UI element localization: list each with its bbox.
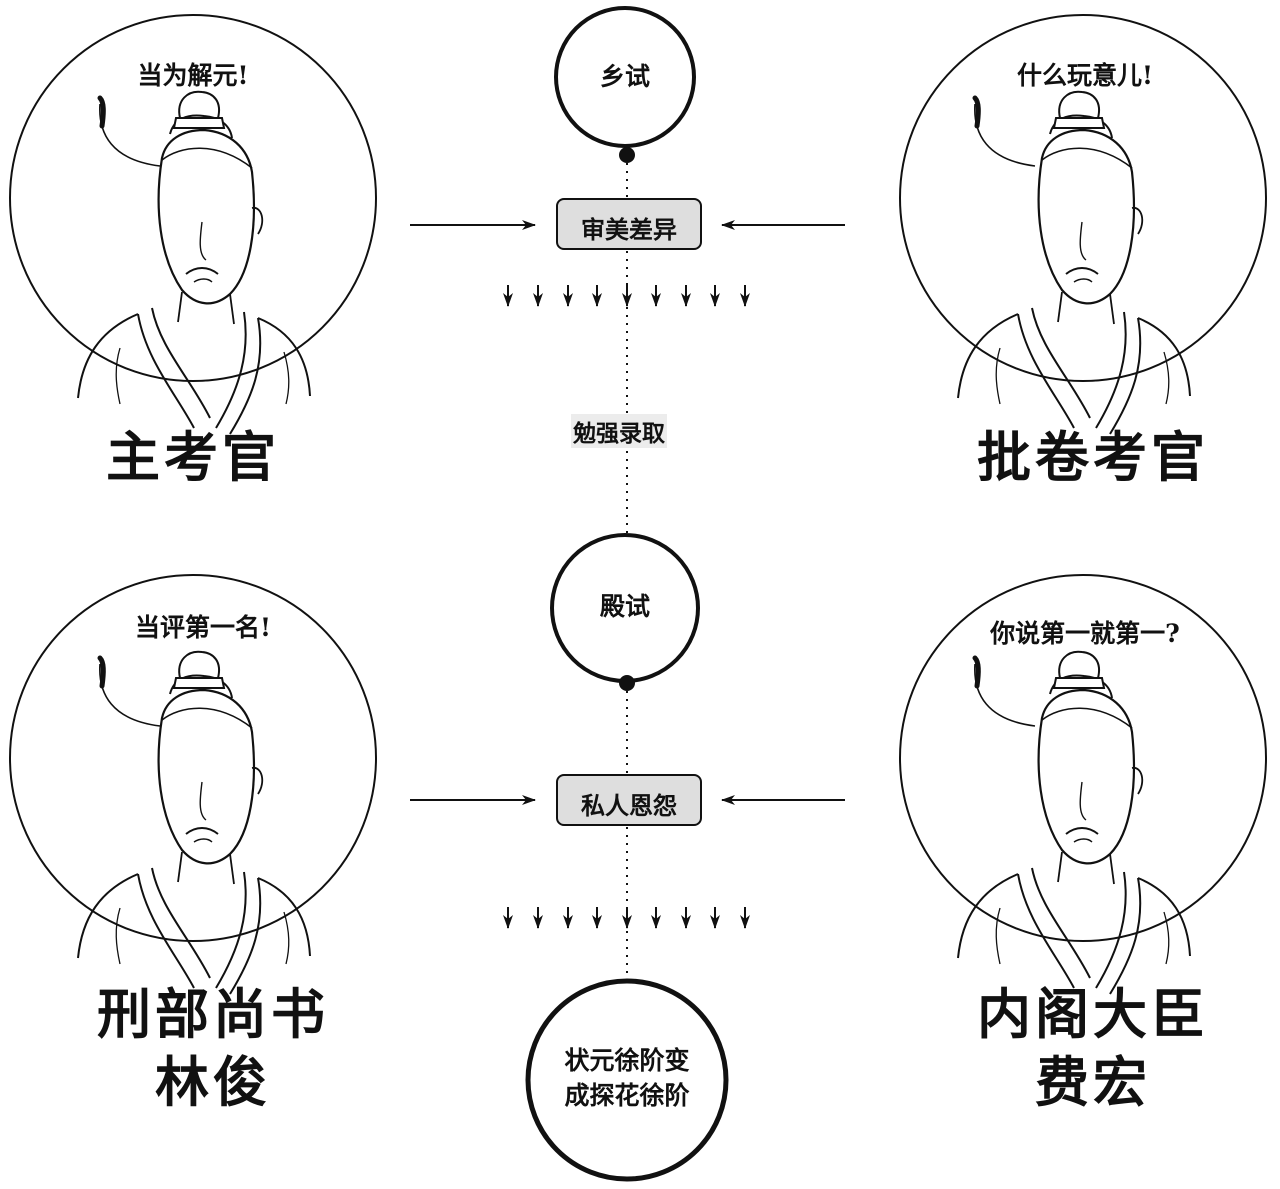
name-bottom-right: 费宏 [1035,1050,1151,1114]
down-arrow-row-top [503,285,750,307]
node-xiangshi-label: 乡试 [599,62,650,91]
speech-bottom-right: 你说第一就第一? [990,619,1180,648]
role-top-right: 批卷考官 [977,425,1209,489]
node-dianshi-label: 殿试 [599,592,650,621]
portrait-bottom-right [899,574,1267,996]
box-personal-grudge-label: 私人恩怨 [581,791,677,820]
speech-top-left: 当为解元! [137,61,249,90]
node-xiangshi [554,6,696,148]
role-bottom-left: 刑部尚书 [97,982,329,1046]
speech-bottom-left: 当评第一名! [135,613,271,642]
portrait-top-right [899,14,1267,436]
portrait-top-left [9,14,377,436]
node-connector-dot [619,675,635,691]
role-top-left: 主考官 [106,425,280,489]
box-aesthetic-difference-label: 审美差异 [581,215,677,244]
node-result [525,978,729,1182]
node-result-label-line2: 成探花徐阶 [564,1081,690,1110]
name-bottom-left: 林俊 [155,1050,271,1114]
role-bottom-right: 内阁大臣 [977,982,1209,1046]
node-result-label-line1: 状元徐阶变 [564,1046,690,1075]
middle-note: 勉强录取 [571,414,667,448]
box-personal-grudge [556,774,702,826]
node-connector-dot [619,147,635,163]
box-aesthetic-difference [556,198,702,250]
down-arrow-row-bottom [503,907,750,929]
speech-top-right: 什么玩意儿! [1017,61,1153,90]
portrait-bottom-left [9,574,377,996]
